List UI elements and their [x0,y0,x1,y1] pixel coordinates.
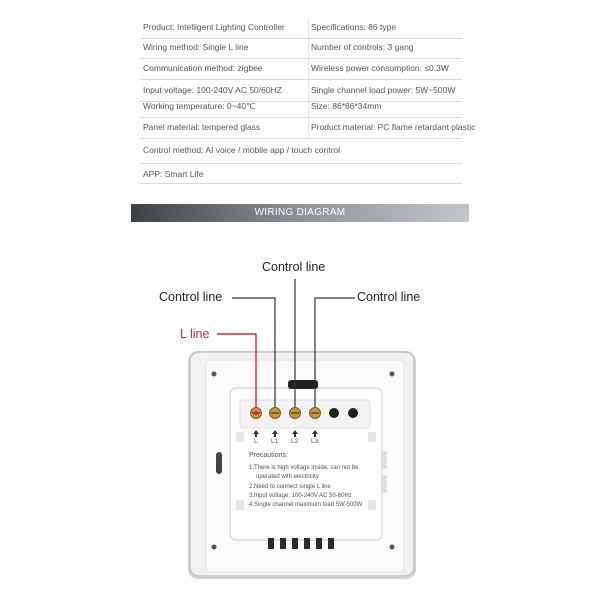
banner-title: WIRING DIAGRAM [254,207,346,218]
terminal-label: L [254,438,258,445]
screw-hole [389,371,395,377]
spec-left: APP: Smart Life [143,169,204,179]
spec-row: APP: Smart Life [140,165,462,184]
spec-row: Control method: AI voice / mobile app / … [140,141,462,164]
precaution-line: 2.Need to connect single L line [249,484,331,490]
spec-left: Input voltage: 100-240V AC 50/60HZ [143,85,282,95]
spec-row: Product: Intelligent Lighting Controller… [140,18,462,39]
screw-hole [389,544,395,550]
l-line-wire [217,333,257,407]
spec-right: Product material: PC flame retardant pla… [311,122,476,132]
spec-left: Working temperature: 0~40℃ [143,101,256,111]
terminal-arrows [253,430,318,437]
spec-row: Panel material: tempered glass Product m… [140,118,475,139]
unused-terminal [348,408,358,418]
terminal-L2 [289,407,301,419]
terminal-label: L1 [271,438,279,445]
module-bump [236,432,244,442]
precaution-line: 4.Single channel maximum load 5W-500W [249,502,363,508]
terminal-L [250,407,262,419]
spec-row: Wiring method: Single L line Number of c… [140,38,462,59]
precautions-title: Precautions: [249,452,288,459]
spec-left: Wiring method: Single L line [143,42,249,52]
terminal-label: L3 [311,438,319,445]
spec-right: Wireless power consumption: ≤0.3W [311,63,449,73]
table-divider [308,18,309,140]
module-bump [368,500,376,510]
control-line-label-top: Control line [262,260,326,274]
l-line-label: L line [180,327,210,341]
unused-terminal [329,408,339,418]
spec-row: Communication method: zigbee Wireless po… [140,59,462,80]
spec-row: Working temperature: 0~40℃ Size: 86*86*3… [140,97,462,118]
side-slot [216,452,222,474]
screw-hole [211,371,217,377]
module-bump [368,432,376,442]
module-bump [236,500,244,510]
control-wire-left [232,297,276,407]
precaution-line: operated with electricity [256,474,319,480]
module-vents [268,538,334,549]
section-banner: WIRING DIAGRAM [131,204,469,222]
precaution-line: 3.Input voltage: 100-240V AC 50-60Hz [249,493,352,499]
spec-right: Single channel load power: 5W~500W [311,85,456,95]
module-tab [288,380,318,389]
terminal-block [239,399,371,429]
spec-right: Size: 86*86*34mm [311,101,382,111]
terminal-label: L2 [291,438,299,445]
spec-right: Specifications: 86 type [311,22,397,32]
screw-hole [211,544,217,550]
spec-left: Communication method: zigbee [143,63,263,73]
control-line-label-right: Control line [357,290,421,304]
spec-left: Product: Intelligent Lighting Controller [143,22,285,32]
spec-left: Panel material: tempered glass [143,122,261,132]
spec-row: Input voltage: 100-240V AC 50/60HZ Singl… [140,81,462,102]
control-wire-right [314,297,355,407]
precaution-line: 1.There is high voltage inside, can not … [249,465,359,471]
terminal-L1 [269,407,281,419]
terminal-L3 [309,407,321,419]
spec-left: Control method: AI voice / mobile app / … [143,145,341,155]
control-line-label-left: Control line [159,290,223,304]
spec-right: Number of controls: 3 gang [311,42,414,52]
